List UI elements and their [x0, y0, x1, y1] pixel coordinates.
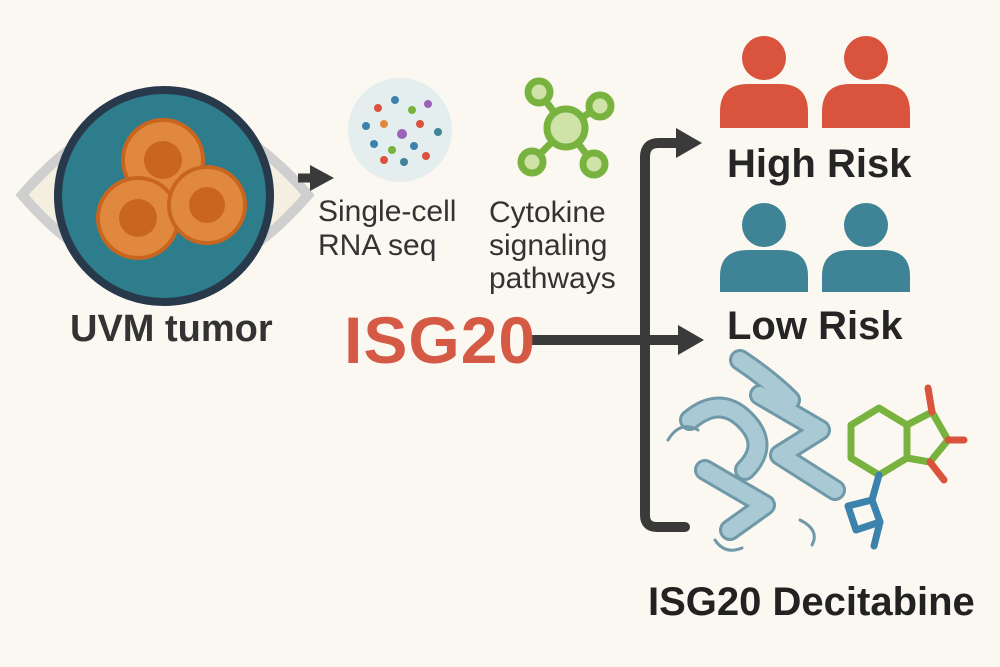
scrna-label: Single-cell RNA seq	[318, 195, 456, 263]
low-risk-label: Low Risk	[727, 304, 903, 348]
protein-ribbon-icon	[666, 349, 846, 552]
high-risk-people-icon	[720, 36, 910, 128]
arrow-tumor-to-scrna	[298, 165, 334, 191]
drug-label: ISG20 Decitabine	[648, 580, 975, 624]
high-risk-label: High Risk	[727, 142, 912, 186]
low-risk-people-icon	[720, 203, 910, 292]
cytokine-label: Cytokine signaling pathways	[489, 196, 616, 295]
molecule-icon	[844, 384, 968, 550]
network-node-icon	[517, 77, 615, 179]
scrna-label-line-1: Single-cell	[318, 195, 457, 228]
cytokine-label-line-3: pathways	[489, 262, 616, 295]
cytokine-label-line-2: signaling	[489, 229, 608, 262]
cell-dots-icon	[348, 78, 452, 182]
tumor-cells	[96, 118, 247, 260]
branch-arrows	[528, 138, 690, 532]
scrna-label-line-2: RNA seq	[318, 229, 437, 262]
gene-label: ISG20	[344, 303, 537, 377]
cytokine-label-line-1: Cytokine	[489, 196, 606, 229]
arrowheads	[676, 128, 704, 355]
tumor-label: UVM tumor	[70, 308, 273, 350]
